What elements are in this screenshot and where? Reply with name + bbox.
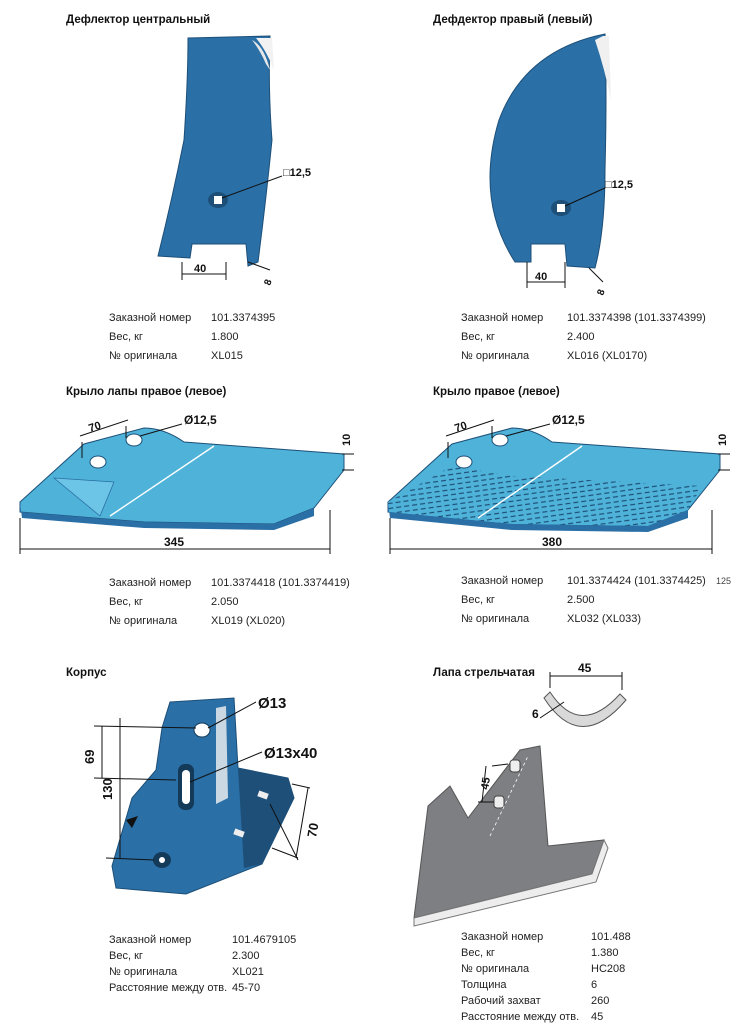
value-spacing: 45-70: [232, 982, 261, 994]
wing-drawing: 70 Ø12,5 10 380: [387, 413, 730, 554]
label-weight: Вес, кг: [461, 947, 495, 959]
value-spacing: 45: [591, 1011, 604, 1023]
label-original: № оригинала: [109, 966, 178, 978]
label-spacing: Расстояние между отв.: [109, 982, 228, 994]
deflector-right-drawing: □12,5 40 8: [489, 33, 633, 297]
label-weight: Вес, кг: [461, 331, 495, 343]
value-order: 101.3374398 (101.3374399): [567, 312, 706, 324]
body-drawing: Ø13 Ø13x40 69 130 70: [82, 695, 321, 895]
label-thickness: Толщина: [461, 979, 507, 991]
label-weight: Вес, кг: [109, 331, 143, 343]
value-order: 101.3374418 (101.3374419): [211, 577, 350, 589]
share-wing-drawing: 70 Ø12,5 10 345: [19, 413, 354, 554]
value-order: 101.4679105: [232, 934, 297, 946]
label-weight: Вес, кг: [109, 950, 143, 962]
label-order: Заказной номер: [109, 312, 192, 324]
value-weight: 2.050: [211, 596, 239, 608]
dim-thick-2: 8: [595, 288, 607, 297]
value-weight: 1.380: [591, 947, 619, 959]
label-original: № оригинала: [461, 613, 530, 625]
value-order: 101.3374424 (101.3374425): [567, 575, 706, 587]
value-original: XL032 (XL033): [567, 613, 641, 625]
dim-square-2: □12,5: [605, 179, 633, 191]
dim-hole-5: Ø13: [258, 695, 286, 712]
value-original: XL015: [211, 350, 243, 362]
stray-number: 125: [716, 576, 732, 586]
label-order: Заказной номер: [461, 312, 544, 324]
specs-sweep: Заказной номер 101.488 Вес, кг 1.380 № ори…: [461, 929, 711, 1025]
dim-width-1: 40: [194, 263, 206, 275]
deflector-central-drawing: □12,5 40 8: [157, 35, 311, 287]
dim-width-6: 45: [578, 661, 592, 675]
dim-length-4: 380: [542, 535, 562, 549]
dim-thick-6: 6: [532, 707, 539, 721]
label-order: Заказной номер: [461, 575, 544, 587]
dim-130: 130: [100, 778, 115, 800]
title-deflector-central: Дефлектор центральный: [66, 14, 211, 26]
label-original: № оригинала: [109, 615, 178, 627]
dim-width-2: 40: [535, 271, 547, 283]
label-weight: Вес, кг: [109, 596, 143, 608]
label-working-width: Рабочий захват: [461, 995, 541, 1007]
dim-length-3: 345: [164, 535, 184, 549]
dim-thick-4: 10: [717, 434, 729, 446]
value-order: 101.488: [591, 931, 631, 943]
dim-slot-5: Ø13x40: [264, 745, 317, 762]
title-share-wing: Крыло лапы правое (левое): [66, 386, 227, 398]
value-working-width: 260: [591, 995, 610, 1007]
title-wing: Крыло правое (левое): [433, 386, 560, 398]
label-original: № оригинала: [109, 350, 178, 362]
label-original: № оригинала: [461, 963, 530, 975]
dim-69: 69: [82, 750, 97, 764]
title-body: Корпус: [66, 667, 107, 679]
dim-square-1: □12,5: [283, 167, 311, 179]
dim-thick-3: 10: [341, 434, 353, 446]
value-thickness: 6: [591, 979, 598, 991]
specs-deflector-central: Заказной номер 101.3374395 Вес, кг 1.800 №…: [109, 309, 359, 366]
dim-70: 70: [304, 822, 321, 839]
label-weight: Вес, кг: [461, 594, 495, 606]
dim-pitch-4: 70: [453, 420, 468, 435]
value-weight: 2.300: [232, 950, 260, 962]
value-weight: 1.800: [211, 331, 239, 343]
value-weight: 2.400: [567, 331, 595, 343]
value-original: HC208: [591, 963, 626, 975]
value-original: XL019 (XL020): [211, 615, 285, 627]
value-original: XL016 (XL0170): [567, 350, 648, 362]
dim-thick-1: 8: [262, 278, 274, 287]
dim-pitch-3: 70: [87, 420, 102, 435]
label-order: Заказной номер: [109, 577, 192, 589]
label-order: Заказной номер: [461, 931, 544, 943]
sweep-drawing: 45 6 45: [413, 661, 627, 927]
title-deflector-right: Дефдектор правый (левый): [433, 14, 593, 26]
value-order: 101.3374395: [211, 312, 276, 324]
dim-hole-3: Ø12,5: [184, 413, 217, 427]
label-order: Заказной номер: [109, 934, 192, 946]
title-sweep: Лапа стрельчатая: [433, 667, 535, 679]
dim-pitch-6: 45: [479, 776, 493, 790]
specs-body: Заказной номер 101.4679105 Вес, кг 2.300 №…: [109, 932, 359, 996]
label-spacing: Расстояние между отв.: [461, 1011, 580, 1023]
dim-hole-4: Ø12,5: [552, 413, 585, 427]
value-original: XL021: [232, 966, 264, 978]
label-original: № оригинала: [461, 350, 530, 362]
value-weight: 2.500: [567, 594, 595, 606]
